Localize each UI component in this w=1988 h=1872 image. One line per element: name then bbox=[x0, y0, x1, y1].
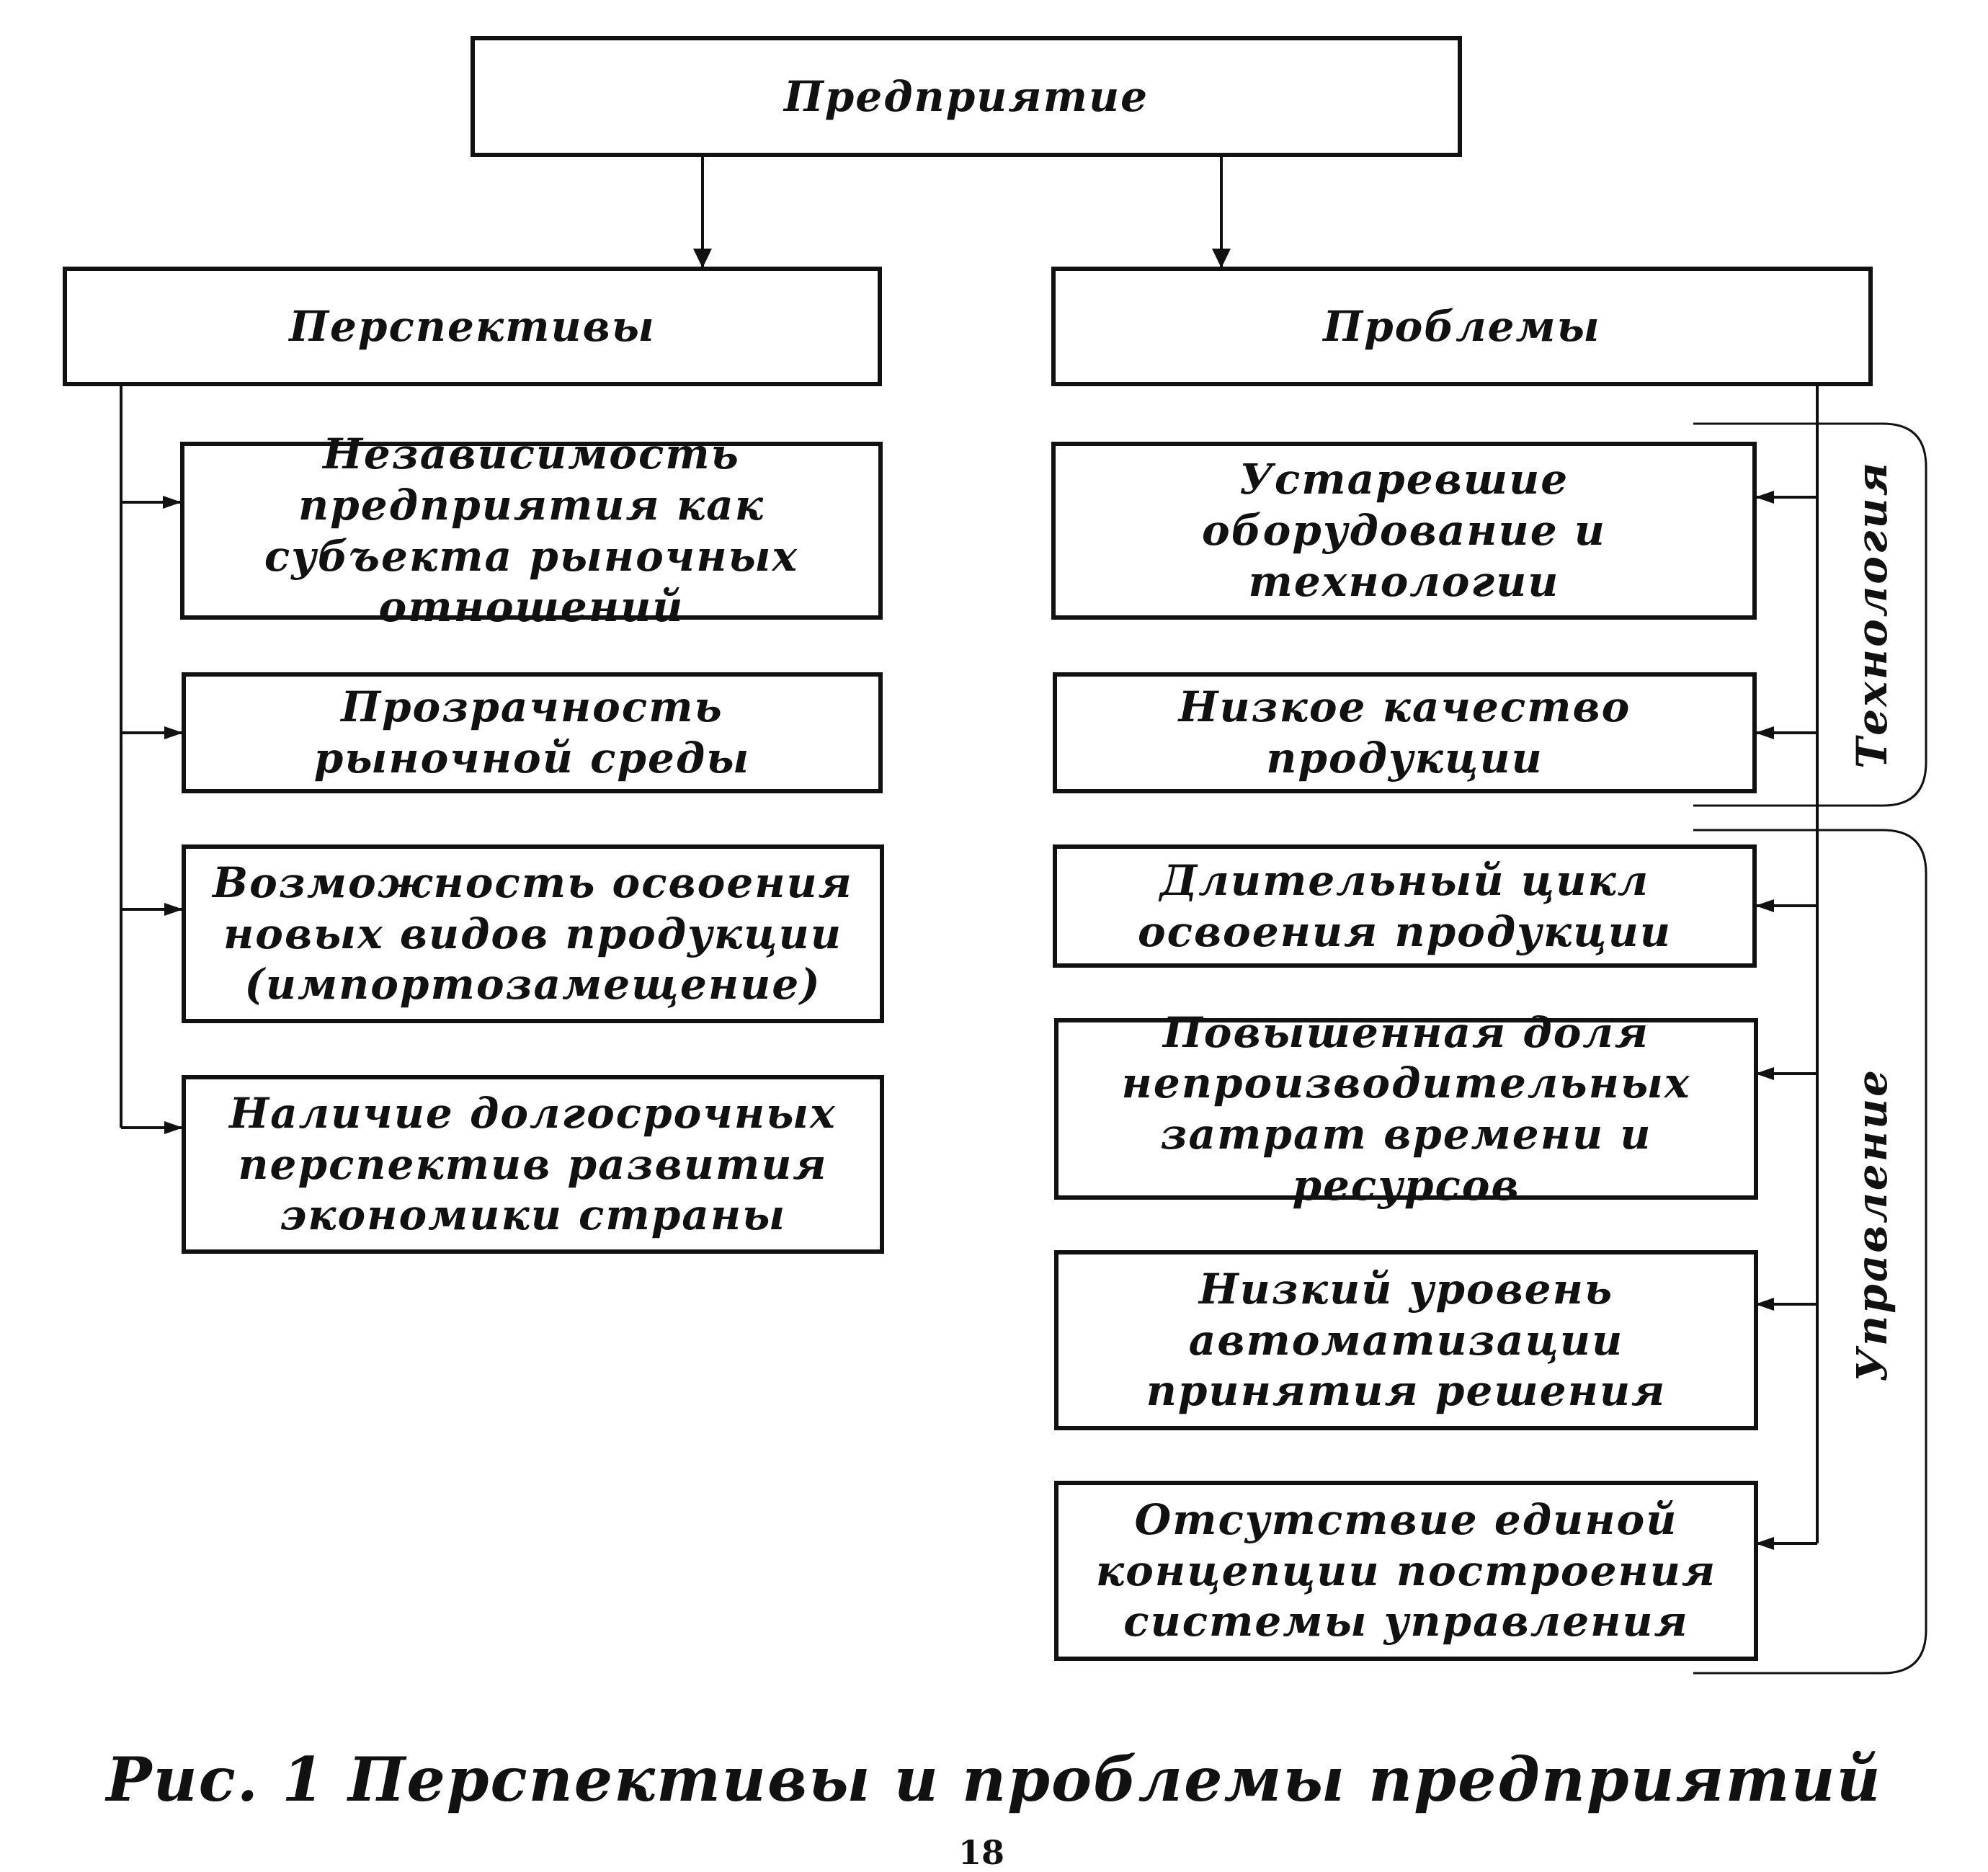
management-group-label: Управление bbox=[1847, 1067, 1896, 1383]
perspective-item-4-label: Наличие долгосрочных перспектив развития… bbox=[229, 1088, 837, 1240]
problem-item-4-label: Повышенная доля непроизводительных затра… bbox=[1121, 1007, 1691, 1210]
problem-item-2: Низкое качество продукции bbox=[1053, 672, 1757, 793]
root-box: Предприятие bbox=[471, 36, 1462, 157]
problem-item-3: Длительный цикл освоения продукции bbox=[1053, 844, 1757, 968]
perspective-item-1: Независимость предприятия как субъекта р… bbox=[180, 429, 883, 631]
problem-item-4: Повышенная доля непроизводительных затра… bbox=[1054, 1008, 1758, 1210]
problem-item-6-label: Отсутствие единой концепции построения с… bbox=[1095, 1494, 1717, 1646]
perspective-item-2: Прозрачность рыночной среды bbox=[182, 672, 883, 793]
problem-item-2-label: Низкое качество продукции bbox=[1178, 682, 1631, 783]
perspectives-header: Перспективы bbox=[63, 267, 882, 386]
perspective-item-3: Возможность освоения новых видов продукц… bbox=[182, 844, 884, 1023]
problem-item-5: Низкий уровень автоматизации принятия ре… bbox=[1054, 1250, 1758, 1430]
problem-item-1: Устаревшие оборудование и технологии bbox=[1051, 442, 1757, 620]
problem-item-5-label: Низкий уровень автоматизации принятия ре… bbox=[1146, 1264, 1667, 1416]
problem-item-6: Отсутствие единой концепции построения с… bbox=[1054, 1481, 1758, 1661]
root-label: Предприятие bbox=[783, 71, 1149, 121]
perspectives-title: Перспективы bbox=[289, 301, 656, 351]
problem-item-1-label: Устаревшие оборудование и технологии bbox=[1202, 455, 1606, 606]
problems-header: Проблемы bbox=[1051, 267, 1873, 386]
figure-caption: Рис. 1 Перспективы и проблемы предприяти… bbox=[106, 1744, 1882, 1815]
problem-item-3-label: Длительный цикл освоения продукции bbox=[1137, 855, 1672, 956]
problems-title: Проблемы bbox=[1323, 301, 1601, 351]
perspective-item-2-label: Прозрачность рыночной среды bbox=[313, 682, 751, 783]
perspective-item-4: Наличие долгосрочных перспектив развития… bbox=[182, 1075, 884, 1254]
perspective-item-3-label: Возможность освоения новых видов продукц… bbox=[213, 857, 853, 1009]
technology-group-label: Технология bbox=[1847, 460, 1896, 769]
perspective-item-1-label: Независимость предприятия как субъекта р… bbox=[264, 429, 799, 632]
page-number: 18 bbox=[958, 1833, 1005, 1872]
